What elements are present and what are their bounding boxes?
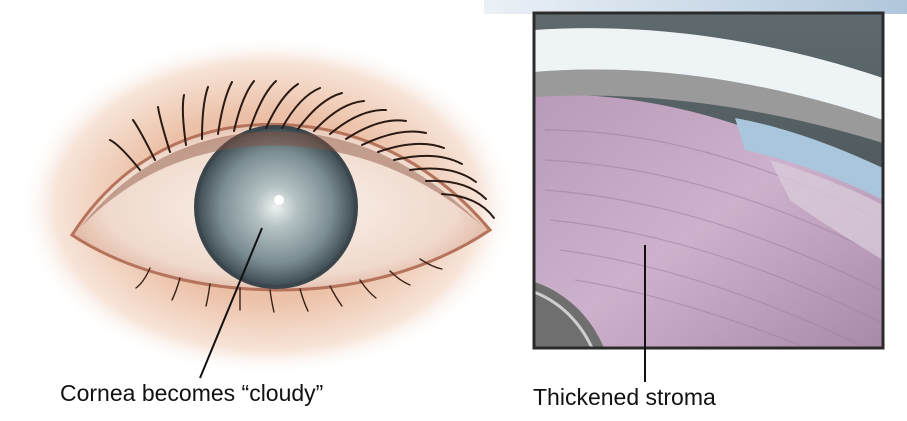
cornea-label: Cornea becomes “cloudy” xyxy=(60,382,323,405)
stroma-label: Thickened stroma xyxy=(533,386,716,409)
eye-illustration xyxy=(18,36,518,376)
corneal-cross-section xyxy=(534,13,883,348)
light-reflection xyxy=(274,195,284,205)
